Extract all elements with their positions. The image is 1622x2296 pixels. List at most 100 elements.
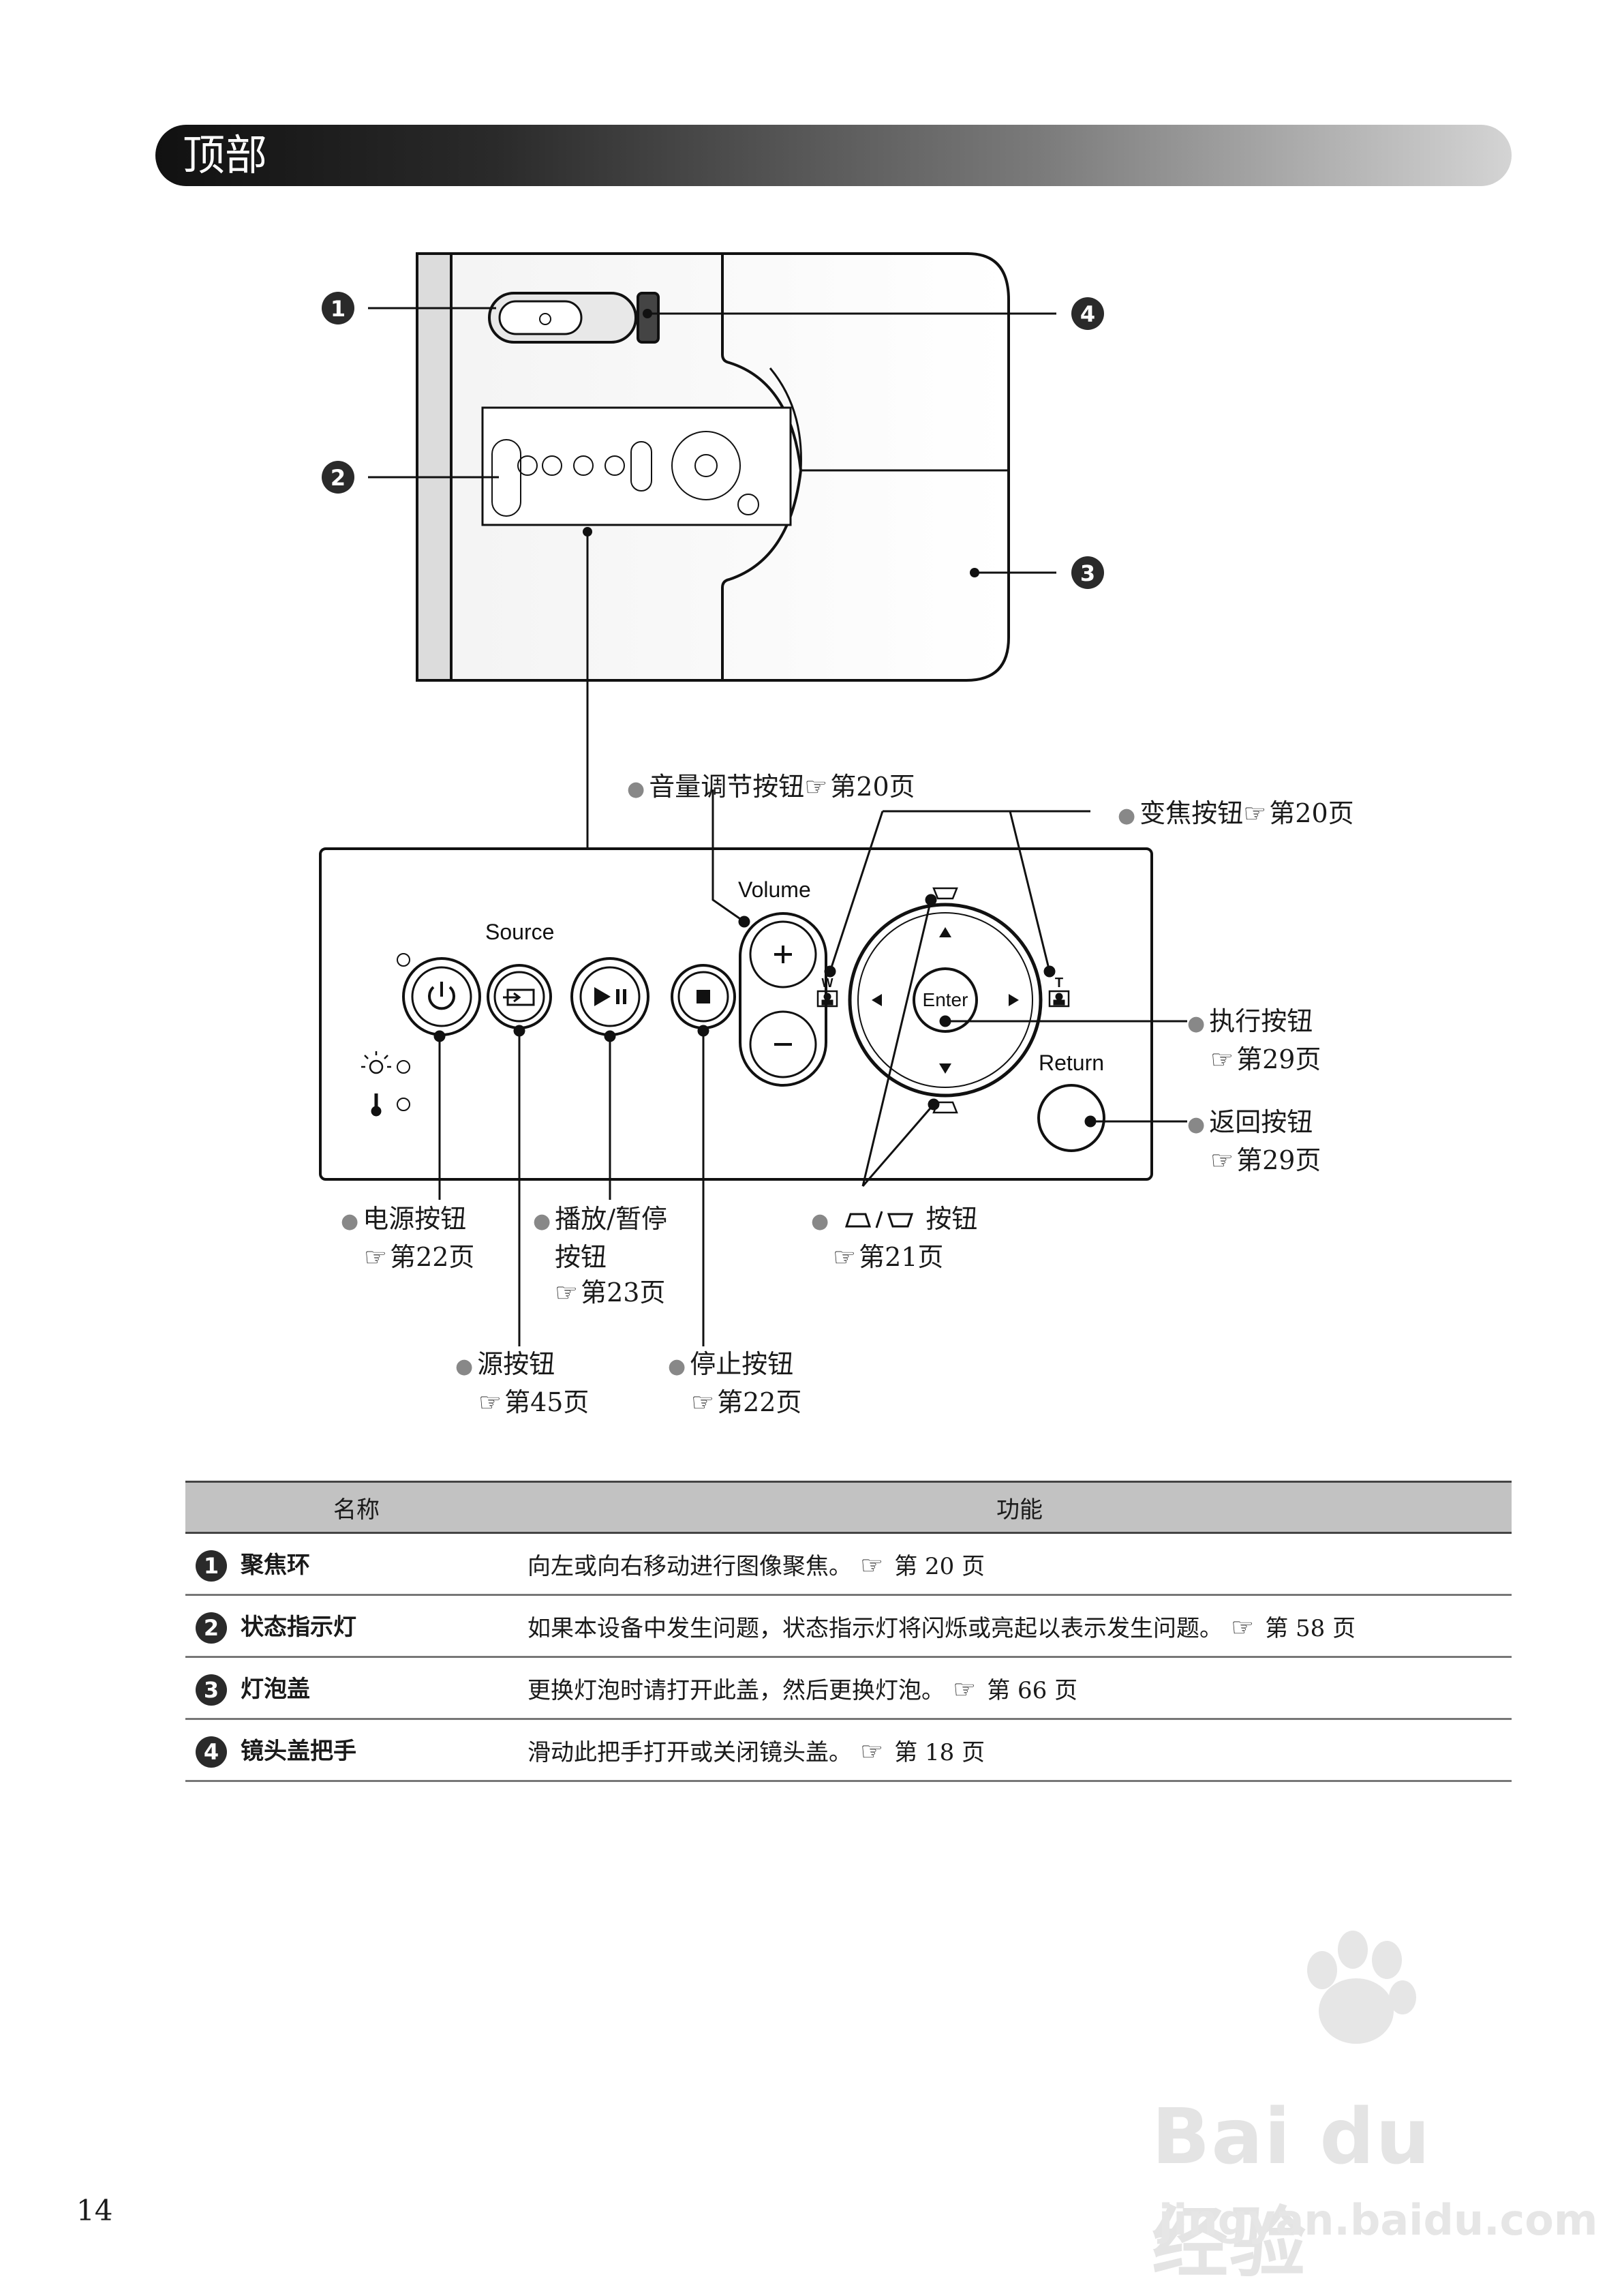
part-ref[interactable]: 第 18 页 (894, 1738, 985, 1766)
callout-play-ref[interactable]: 第23页 (581, 1278, 666, 1308)
marker-4-label: 4 (1080, 301, 1095, 327)
callout-source-label: 源按钮 (477, 1349, 555, 1379)
table-header-name: 名称 (185, 1481, 527, 1534)
marker-3 (1071, 556, 1104, 589)
part-name: 镜头盖把手 (241, 1737, 356, 1765)
power-led (397, 953, 410, 967)
callout-zoom: ●变焦按钮☞第20页 (1118, 798, 1354, 828)
callout-play: ●播放/暂停 按钮 ☞第23页 (533, 1204, 667, 1308)
page-ref-icon: ☞ (852, 1736, 892, 1766)
up-arrow-icon (939, 927, 951, 937)
callout-stop-label: 停止按钮 (690, 1349, 794, 1379)
page-ref-icon: ☞ (1223, 1612, 1263, 1642)
callout-play-label2: 按钮 (555, 1242, 607, 1272)
marker-group (322, 292, 1104, 849)
page-ref-icon: ☞ (555, 1278, 579, 1308)
watermark: Bai du 经验 jingyan.baidu.com (1152, 1922, 1597, 2288)
table-row: 1 聚焦环 向左或向右移动进行图像聚焦。 ☞ 第 20 页 (185, 1532, 1512, 1596)
row-number-badge: 2 (196, 1612, 227, 1644)
page-ref-icon: ☞ (833, 1242, 857, 1272)
table-header-func: 功能 (527, 1481, 1512, 1534)
part-function: 向左或向右移动进行图像聚焦。 (527, 1552, 852, 1580)
part-name: 状态指示灯 (241, 1613, 356, 1641)
row-number-badge: 3 (196, 1674, 227, 1706)
marker-4 (1071, 297, 1104, 330)
projector-body (416, 252, 1010, 682)
down-arrow-icon (939, 1063, 951, 1074)
zoom-wide-icon (816, 990, 838, 1008)
callout-enter: ●执行按钮 ☞第29页 (1187, 1006, 1321, 1074)
page-number: 14 (76, 2194, 113, 2227)
source-label: Source (485, 920, 554, 944)
control-panel (319, 847, 1153, 1181)
marker-3-label: 3 (1080, 560, 1095, 586)
section-title: 顶部 (183, 130, 268, 180)
callout-return-label: 返回按钮 (1209, 1107, 1313, 1137)
page-ref-icon: ☞ (691, 1387, 715, 1417)
paw-icon (1307, 1931, 1416, 2044)
page-ref-icon: ☞ (804, 772, 828, 802)
zoom-t-label: T (1055, 976, 1063, 991)
callout-zoom-label: 变焦按钮 (1139, 798, 1244, 828)
right-arrow-icon (1009, 994, 1019, 1006)
page-ref-icon: ☞ (852, 1550, 892, 1580)
part-function: 更换灯泡时请打开此盖，然后更换灯泡。 (527, 1676, 945, 1704)
callout-keystone: ● 按钮 ☞第21页 (811, 1204, 978, 1272)
temp-led (397, 1098, 410, 1111)
direction-pad (848, 903, 1043, 1098)
row-number-badge: 4 (196, 1736, 227, 1768)
marker-2 (322, 461, 354, 494)
page-ref-icon: ☞ (478, 1387, 502, 1417)
callout-source-ref[interactable]: 第45页 (504, 1387, 590, 1417)
callout-return-ref[interactable]: 第29页 (1236, 1145, 1321, 1175)
page-ref-icon: ☞ (1243, 798, 1267, 828)
marker-1-label: 1 (331, 296, 346, 322)
parts-table: 名称 功能 1 聚焦环 向左或向右移动进行图像聚焦。 ☞ 第 20 页 2 状态指示… (185, 1481, 1512, 1782)
watermark-url: jingyan.baidu.com (1159, 2195, 1598, 2245)
callout-source: ●源按钮 ☞第45页 (455, 1349, 590, 1417)
left-arrow-icon (872, 994, 882, 1006)
page-ref-icon: ☞ (364, 1242, 388, 1272)
marker-1 (322, 292, 354, 324)
zoom-w-label: W (822, 976, 833, 990)
keystone-icons (845, 1211, 914, 1228)
keystone-up-icon (932, 887, 958, 900)
callout-enter-label: 执行按钮 (1209, 1006, 1313, 1036)
callout-volume-label: 音量调节按钮 (649, 772, 805, 802)
projector-diagram: 1 2 3 4 (319, 252, 1187, 1346)
return-label: Return (1039, 1051, 1104, 1075)
return-button (1037, 1084, 1105, 1152)
part-function: 如果本设备中发生问题，状态指示灯将闪烁或亮起以表示发生问题。 (527, 1614, 1223, 1642)
watermark-brand: Bai du 经验 (1152, 2093, 1432, 2288)
part-ref[interactable]: 第 66 页 (987, 1676, 1078, 1704)
part-ref[interactable]: 第 20 页 (894, 1552, 985, 1580)
part-name: 灯泡盖 (241, 1675, 310, 1703)
callout-play-label1: 播放/暂停 (555, 1204, 667, 1234)
callout-keystone-ref[interactable]: 第21页 (859, 1242, 944, 1272)
callout-keystone-label: 按钮 (925, 1204, 978, 1234)
callout-stop: ●停止按钮 ☞第22页 (668, 1349, 802, 1417)
callout-power-label: 电源按钮 (363, 1204, 467, 1234)
callout-volume-ref[interactable]: 第20页 (830, 772, 915, 802)
part-name: 聚焦环 (241, 1551, 310, 1579)
part-ref[interactable]: 第 58 页 (1265, 1614, 1356, 1642)
table-row: 3 灯泡盖 更换灯泡时请打开此盖，然后更换灯泡。 ☞ 第 66 页 (185, 1657, 1512, 1720)
thermometer-icon (371, 1093, 382, 1117)
row-number-badge: 1 (196, 1550, 227, 1582)
callout-stop-ref[interactable]: 第22页 (717, 1387, 802, 1417)
table-header-row: 名称 功能 (185, 1481, 1512, 1534)
marker-2-label: 2 (331, 465, 346, 491)
zoom-tele-icon (1048, 990, 1070, 1008)
callout-enter-ref[interactable]: 第29页 (1236, 1044, 1321, 1074)
callout-return: ●返回按钮 ☞第29页 (1187, 1107, 1321, 1175)
lamp-icon (361, 1051, 391, 1074)
callout-power-ref[interactable]: 第22页 (390, 1242, 475, 1272)
callout-volume: ●音量调节按钮☞第20页 (627, 772, 915, 802)
volume-label: Volume (738, 877, 811, 902)
enter-label: Enter (923, 989, 968, 1010)
callout-zoom-ref[interactable]: 第20页 (1269, 798, 1354, 828)
callout-power: ●电源按钮 ☞第22页 (341, 1204, 475, 1272)
page-ref-icon: ☞ (945, 1674, 985, 1704)
